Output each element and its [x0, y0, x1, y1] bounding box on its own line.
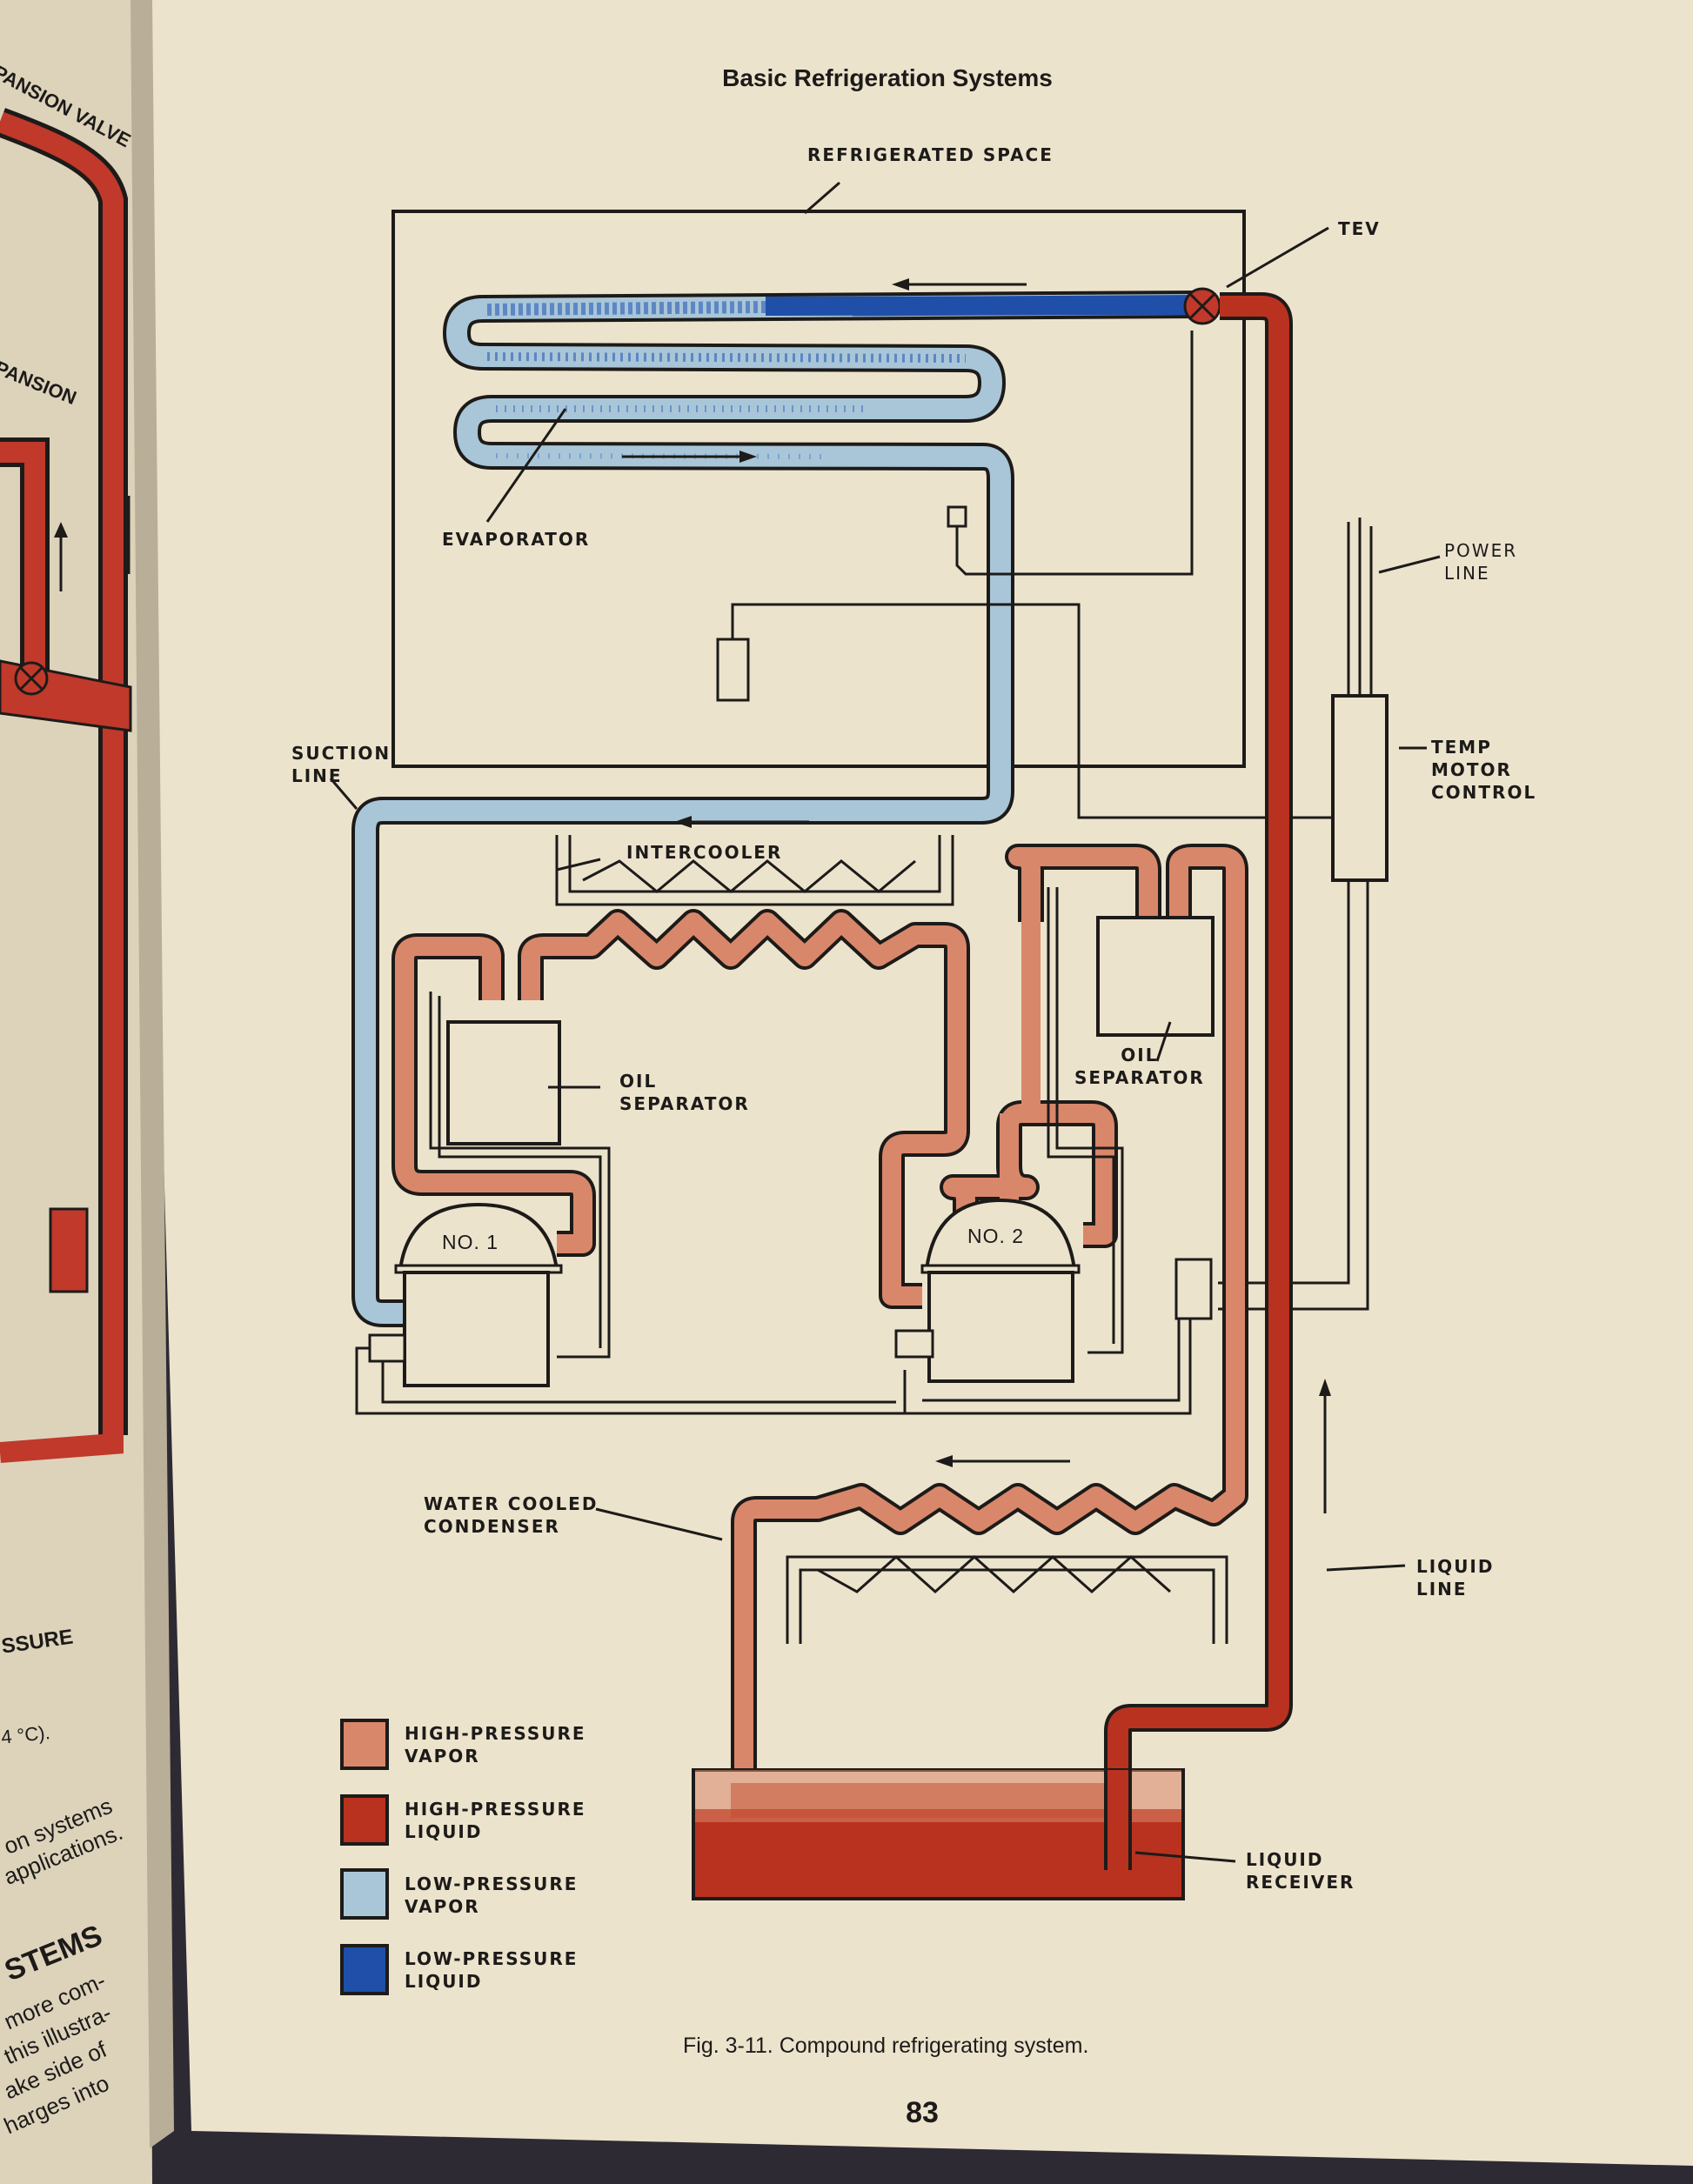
- first-stage-discharge: [391, 909, 970, 1359]
- legend-swatch-high-vapor: [340, 1719, 389, 1770]
- label-oil-separator-2: OIL SEPARATOR: [1074, 1045, 1205, 1088]
- label-intercooler: INTERCOOLER: [626, 842, 783, 863]
- oil-separator-2: [1096, 916, 1215, 1037]
- label-tev: TEV: [1338, 218, 1381, 239]
- legend-swatch-low-vapor: [340, 1868, 389, 1920]
- legend-label-high-liquid: HIGH-PRESSURE LIQUID: [405, 1799, 586, 1842]
- second-stage-discharge: [731, 844, 1248, 1774]
- compressor-2: [894, 1198, 1213, 1383]
- label-liquid-line: LIQUID LINE: [1416, 1556, 1495, 1600]
- legend-swatch-low-liquid: [340, 1944, 389, 1995]
- liquid-line: [1104, 292, 1293, 1844]
- liquid-receiver: [692, 1768, 1236, 1900]
- label-water-cooled-condenser: WATER COOLED CONDENSER: [424, 1493, 599, 1537]
- label-liquid-receiver: LIQUID RECEIVER: [1246, 1849, 1355, 1893]
- temp-motor-control-box: [1331, 694, 1389, 882]
- label-temp-motor-control: TEMP MOTOR CONTROL: [1431, 737, 1537, 803]
- legend-label-high-vapor: HIGH-PRESSURE VAPOR: [405, 1723, 586, 1767]
- evaporator-coil: [351, 291, 1201, 1327]
- legend-swatch-high-liquid: [340, 1794, 389, 1846]
- legend-label-low-liquid: LOW-PRESSURE LIQUID: [405, 1948, 579, 1992]
- label-compressor-2: NO. 2: [967, 1225, 1025, 1247]
- label-evaporator: EVAPORATOR: [442, 529, 591, 550]
- page-header: Basic Refrigeration Systems: [722, 64, 1053, 91]
- label-refrigerated-space: REFRIGERATED SPACE: [807, 144, 1054, 165]
- legend-label-low-vapor: LOW-PRESSURE VAPOR: [405, 1873, 579, 1917]
- liquid-line-leader: [1326, 1564, 1406, 1572]
- right-page: [130, 0, 1693, 2166]
- oil-return-lines: [355, 1319, 1192, 1415]
- flow-arrows: [622, 278, 1331, 1513]
- label-oil-separator-1: OIL SEPARATOR: [619, 1071, 750, 1114]
- refrigerated-space-box: [391, 210, 1246, 768]
- control-wiring: [329, 181, 1441, 1311]
- page-number: 83: [906, 2096, 939, 2129]
- compressor-1: [368, 1202, 563, 1387]
- label-compressor-1: NO. 1: [442, 1231, 499, 1253]
- intercooler-leader: [556, 858, 601, 872]
- condenser-frame: [786, 1554, 1228, 1644]
- legend: [340, 1719, 389, 1995]
- oil-separator-1: [446, 1020, 561, 1145]
- figure-caption: Fig. 3-11. Compound refrigerating system…: [683, 2034, 1089, 2058]
- label-suction-line: SUCTION LINE: [291, 743, 391, 786]
- label-power-line: POWER LINE: [1444, 540, 1518, 584]
- condenser-leader: [595, 1507, 723, 1541]
- left-page-diagram: [0, 108, 132, 1463]
